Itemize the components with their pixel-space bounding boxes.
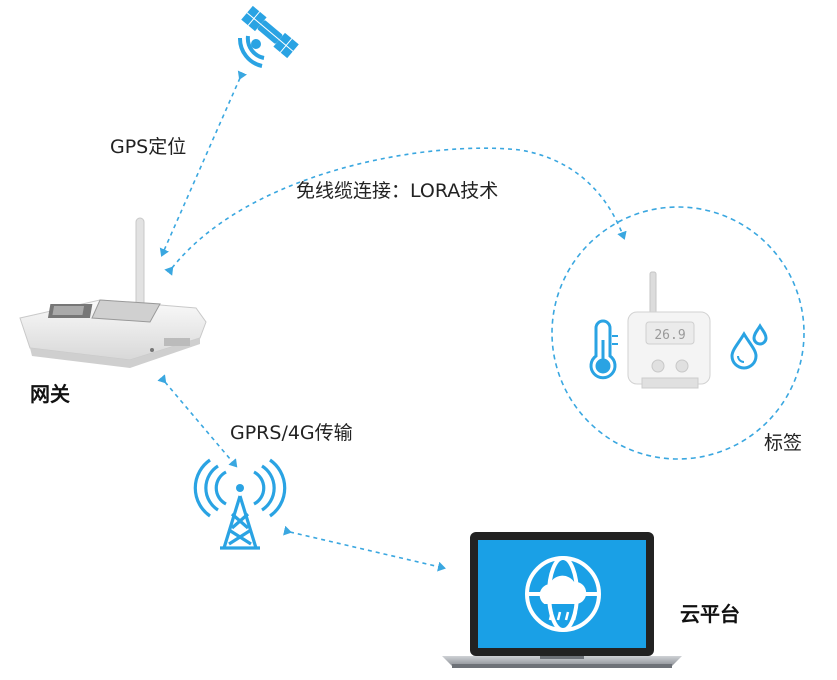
link-lora (164, 147, 627, 276)
gateway-label: 网关 (30, 382, 70, 406)
tag-boundary-circle (551, 206, 805, 460)
globe-cloud-icon (525, 556, 601, 632)
tower-icon (193, 458, 287, 550)
thermometer-icon (589, 319, 618, 380)
tag-label: 标签 (764, 432, 803, 454)
gps-label: GPS定位 (110, 136, 187, 158)
link-gps (159, 70, 247, 257)
sensor-tag-icon: 26.9 (627, 271, 711, 389)
lora-label: 免线缆连接：LORA技术 (296, 180, 499, 202)
tag-screen-readout: 26.9 (654, 328, 685, 343)
cloud-label: 云平台 (680, 602, 740, 626)
gprs-label: GPRS/4G传输 (230, 422, 353, 444)
link-cloud (283, 525, 446, 572)
link-gprs (157, 374, 238, 468)
water-drops-icon (730, 323, 768, 370)
satellite-icon (237, 5, 299, 68)
router-icon (19, 217, 207, 368)
